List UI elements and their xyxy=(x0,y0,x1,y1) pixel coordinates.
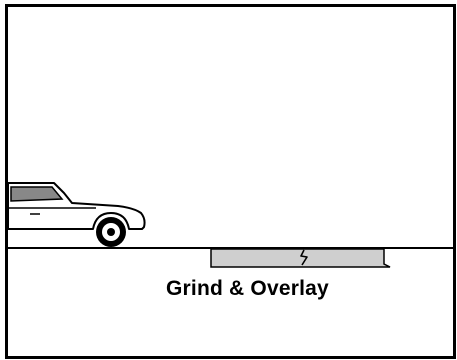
scene xyxy=(8,182,453,268)
car-icon xyxy=(8,182,146,247)
crack-icon xyxy=(300,249,308,266)
diagram-frame: Grind & Overlay xyxy=(5,4,456,359)
overlay-patch xyxy=(210,248,391,268)
caption-label: Grind & Overlay xyxy=(166,277,329,300)
